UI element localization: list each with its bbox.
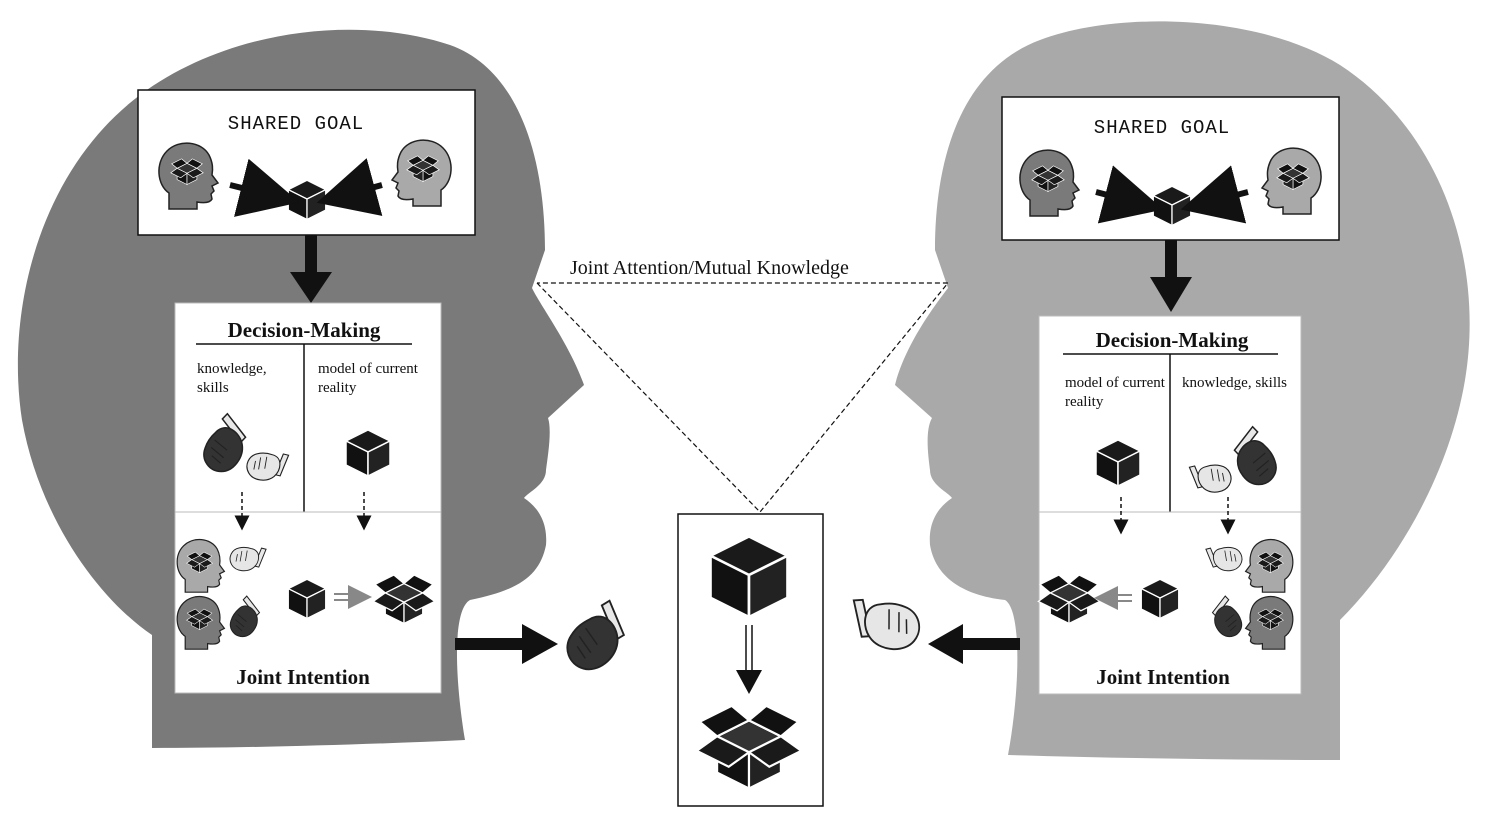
right-reality-cube-icon [1095,439,1141,487]
right-col-a-label: model of current reality [1065,375,1165,410]
left-goal-cube-icon [287,179,327,221]
right-goal-cube-icon [1152,185,1192,227]
joint-attention-triangle [536,282,950,513]
left-joint-intention-title: Joint Intention [236,665,370,689]
joint-attention-label: Joint Attention/Mutual Knowledge [570,257,849,279]
left-action-arrow-shaft [455,638,525,650]
left-action-arrow-head [522,624,558,664]
left-ji-implies-head [348,585,372,609]
right-action-arrow-head [928,624,963,664]
left-goal-arrow-a [229,158,300,217]
right-goal-arrow-a [1095,165,1164,224]
right-shared-goal-title: SHARED GOAL [1093,117,1231,139]
right-action-arrow-shaft [960,638,1020,650]
right-col-b-label: knowledge, skills [1182,375,1287,391]
left-decision-title: Decision-Making [227,318,381,342]
right-joint-intention-title: Joint Intention [1096,665,1230,689]
left-reality-cube-icon [345,429,391,477]
left-goal-down-arrow-shaft [305,235,317,275]
right-goal-down-arrow-head [1150,277,1192,312]
left-goal-down-arrow-head [290,272,332,303]
left-action-hand-icon [559,591,636,680]
left-col-b-label: model of current reality [318,361,418,396]
center-cube-icon [709,535,789,619]
right-decision-title: Decision-Making [1095,328,1249,352]
left-col-a-label: knowledge, skills [197,361,267,396]
left-shared-goal-title: SHARED GOAL [227,113,365,135]
left-ji-cube-icon [287,578,327,620]
right-goal-arrow-b [1180,165,1249,224]
right-goal-down-arrow-shaft [1165,240,1177,280]
right-ji-cube-icon [1140,578,1180,620]
right-ji-implies-head [1094,586,1118,610]
center-implies-head [736,670,762,694]
right-action-hand-icon [839,581,928,662]
left-goal-arrow-b [316,158,383,216]
